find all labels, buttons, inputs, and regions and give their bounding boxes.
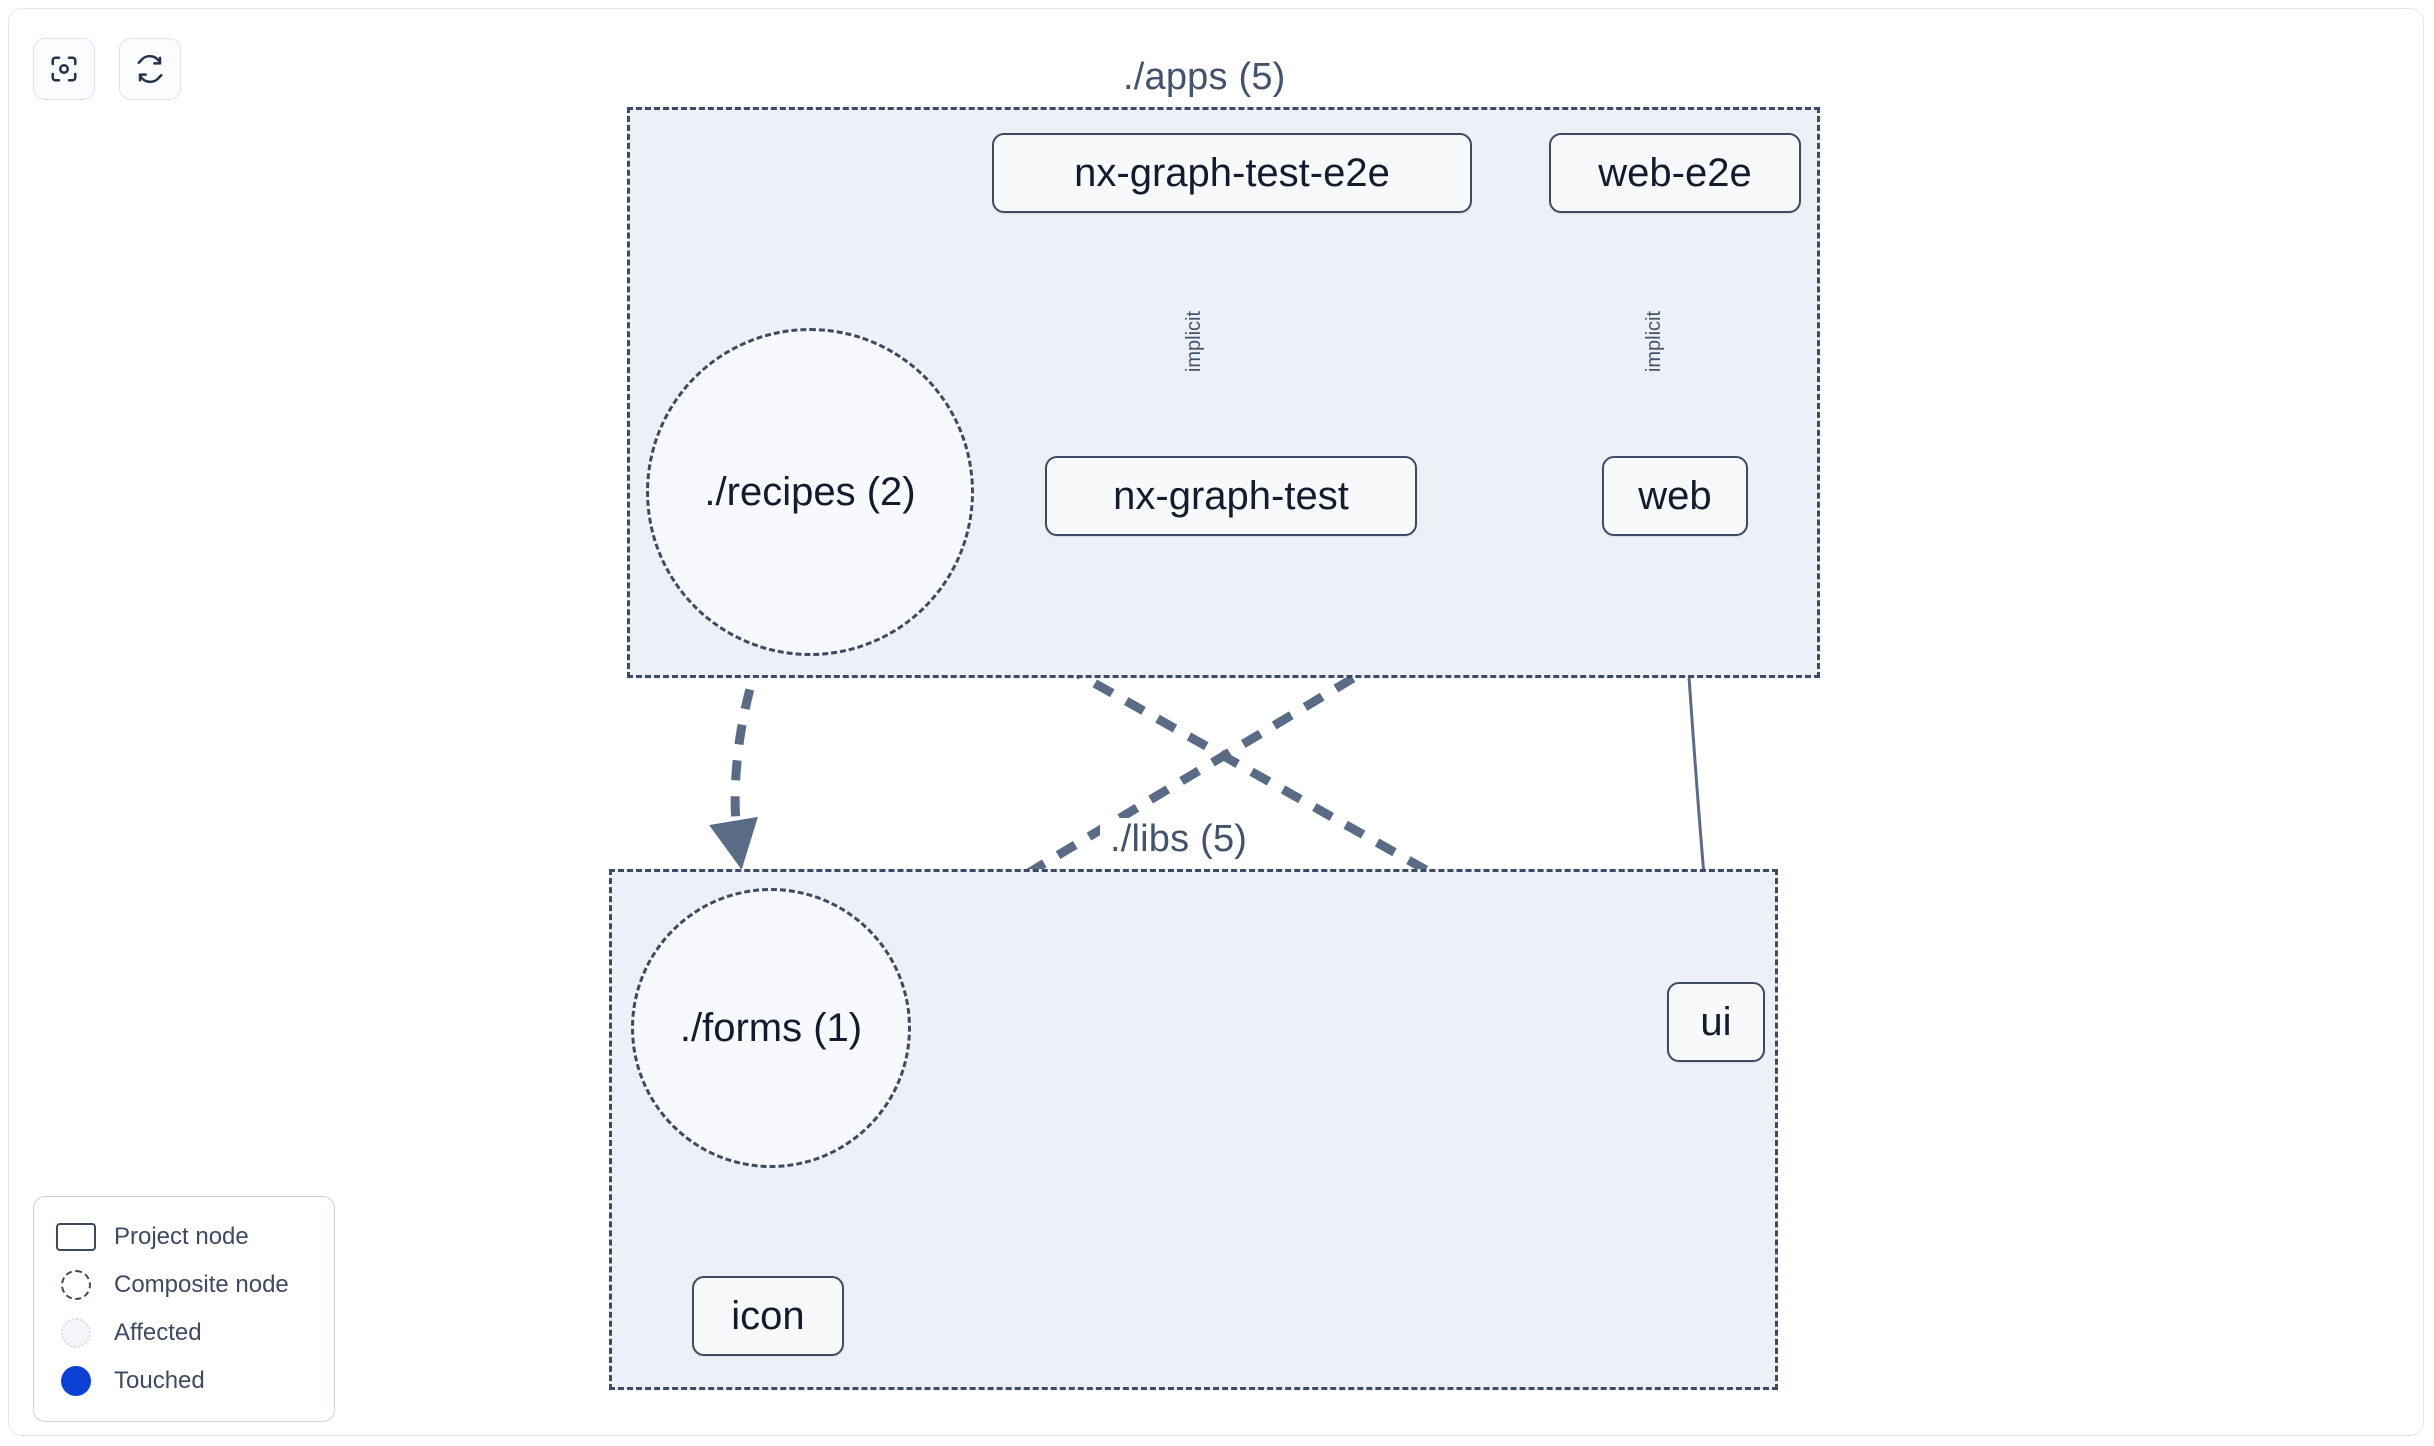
legend-item-affected: Affected bbox=[52, 1309, 316, 1357]
focus-target-icon bbox=[49, 54, 79, 84]
project-node-ui-label: ui bbox=[1700, 999, 1732, 1044]
project-node-web[interactable]: web bbox=[1602, 456, 1748, 536]
group-label-apps: ./apps (5) bbox=[1113, 56, 1296, 99]
project-node-nx-graph-test-e2e[interactable]: nx-graph-test-e2e bbox=[992, 133, 1472, 213]
legend-item-touched: Touched bbox=[52, 1357, 316, 1405]
refresh-graph-button[interactable] bbox=[119, 38, 181, 100]
project-node-icon-label: icon bbox=[731, 1293, 805, 1338]
project-node-swatch bbox=[52, 1223, 100, 1251]
project-node-icon[interactable]: icon bbox=[692, 1276, 844, 1356]
group-label-libs: ./libs (5) bbox=[1100, 818, 1258, 861]
focus-graph-button[interactable] bbox=[33, 38, 95, 100]
composite-node-swatch bbox=[52, 1270, 100, 1300]
legend-label-composite-node: Composite node bbox=[114, 1271, 289, 1298]
composite-node-recipes-label: ./recipes (2) bbox=[704, 469, 916, 514]
refresh-icon bbox=[135, 54, 165, 84]
project-node-web-e2e[interactable]: web-e2e bbox=[1549, 133, 1801, 213]
legend-label-touched: Touched bbox=[114, 1367, 205, 1394]
project-node-nx-graph-test[interactable]: nx-graph-test bbox=[1045, 456, 1417, 536]
project-node-nx-graph-test-label: nx-graph-test bbox=[1113, 473, 1349, 518]
project-node-web-e2e-label: web-e2e bbox=[1598, 150, 1752, 195]
legend-label-project-node: Project node bbox=[114, 1223, 249, 1250]
edge-recipes-to-forms bbox=[709, 653, 765, 870]
project-node-ui[interactable]: ui bbox=[1667, 982, 1765, 1062]
legend-item-project-node: Project node bbox=[52, 1213, 316, 1261]
graph-toolbar bbox=[33, 38, 181, 100]
project-node-web-label: web bbox=[1638, 473, 1712, 518]
legend-item-composite-node: Composite node bbox=[52, 1261, 316, 1309]
composite-node-forms[interactable]: ./forms (1) bbox=[631, 888, 911, 1168]
composite-node-recipes[interactable]: ./recipes (2) bbox=[646, 328, 974, 656]
touched-swatch bbox=[52, 1366, 100, 1396]
composite-node-forms-label: ./forms (1) bbox=[679, 1005, 863, 1050]
graph-legend: Project node Composite node Affected Tou… bbox=[33, 1196, 335, 1422]
legend-label-affected: Affected bbox=[114, 1319, 202, 1346]
affected-swatch bbox=[52, 1318, 100, 1348]
project-node-nx-graph-test-e2e-label: nx-graph-test-e2e bbox=[1074, 150, 1390, 195]
